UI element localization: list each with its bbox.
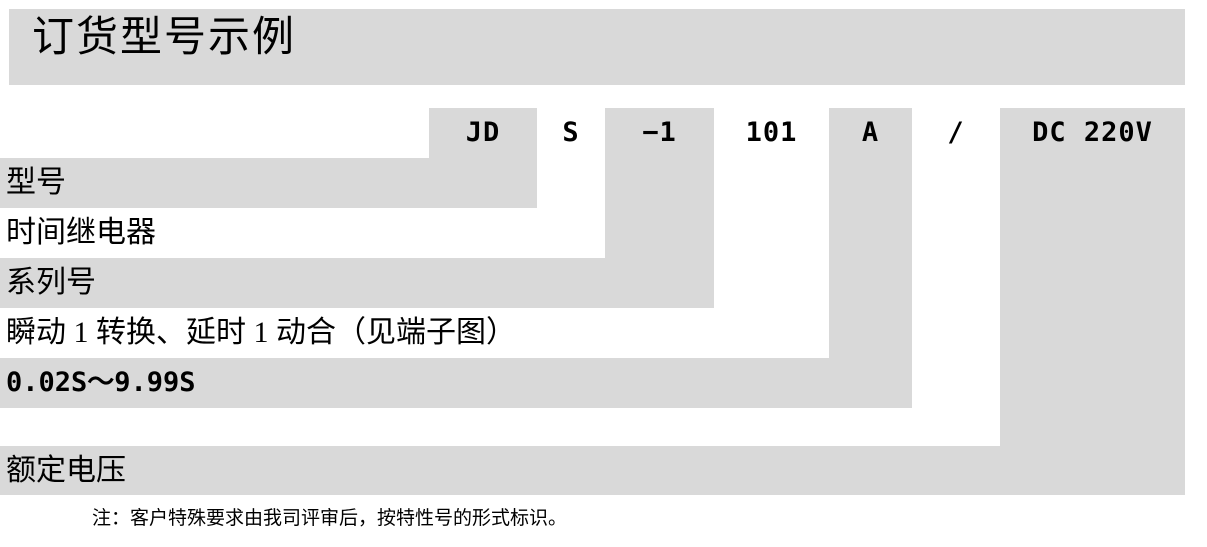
desc-time-range: 0.02S～9.99S xyxy=(6,367,196,398)
model-segment-contact: 101 xyxy=(745,117,798,148)
block-jd-column xyxy=(429,108,537,158)
model-segment-series: −1 xyxy=(642,117,677,148)
model-segment-voltage: DC 220V xyxy=(1032,117,1153,148)
block-series-column xyxy=(605,108,714,258)
desc-model: 型号 xyxy=(6,166,66,199)
block-row-voltage xyxy=(0,446,1185,495)
block-row-model xyxy=(0,158,537,208)
block-voltage-column xyxy=(1000,108,1185,446)
page-title: 订货型号示例 xyxy=(32,15,297,61)
model-segment-range: A xyxy=(861,117,880,148)
block-row-time-range xyxy=(0,358,912,408)
desc-series-number: 系列号 xyxy=(6,266,96,299)
model-code-row: JD S −1 101 A / DC 220V xyxy=(0,108,1207,158)
desc-contact-form: 瞬动 1 转换、延时 1 动合（见端子图） xyxy=(6,316,516,349)
desc-time-relay: 时间继电器 xyxy=(6,216,156,249)
model-segment-jd: JD xyxy=(465,117,501,148)
model-segment-separator: / xyxy=(947,117,965,148)
block-row-series xyxy=(0,258,714,308)
desc-rated-voltage: 额定电压 xyxy=(6,454,126,487)
header-bar xyxy=(9,9,1185,85)
block-range-column xyxy=(829,108,912,358)
model-segment-s: S xyxy=(562,117,580,148)
footnote: 注：客户特殊要求由我司评审后，按特性号的形式标识。 xyxy=(92,508,568,529)
